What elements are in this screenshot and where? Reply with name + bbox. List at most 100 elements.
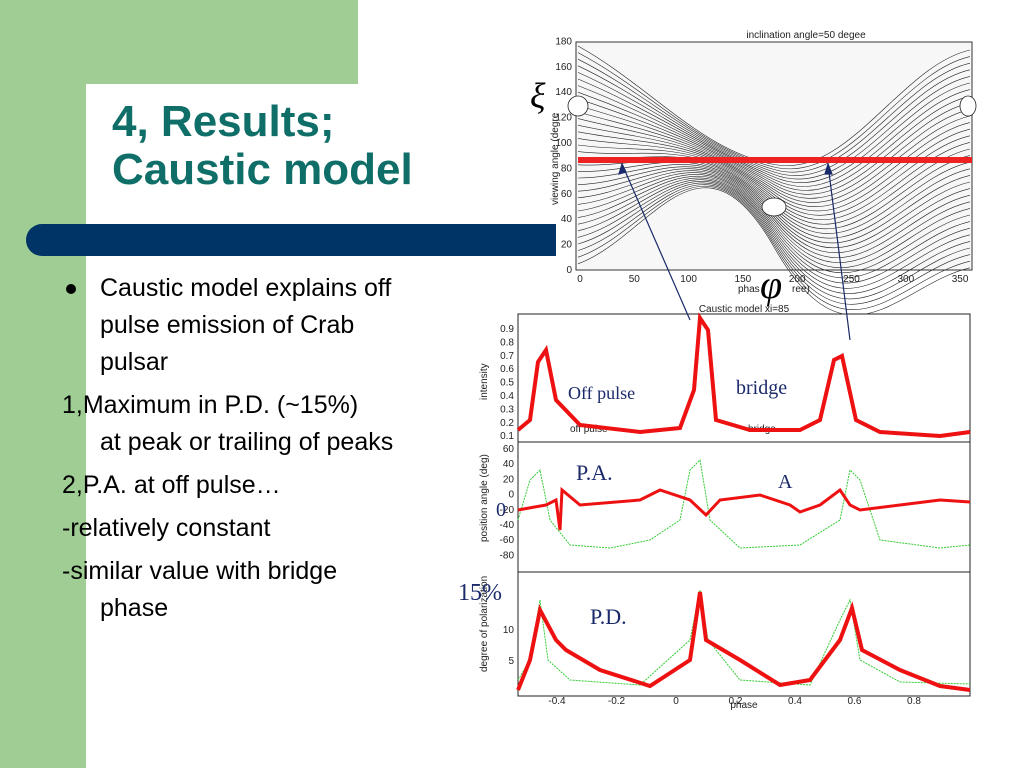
intensity-tick: 0.5 [500, 378, 514, 389]
panels-title: Caustic model xi=85 [699, 304, 790, 315]
map-frame [575, 41, 973, 271]
bullet-caustic: Caustic model explains off pulse emissio… [62, 270, 522, 381]
map-contour [577, 52, 971, 170]
map-contour [577, 166, 971, 253]
pd-axis-label: degree of polarization [479, 576, 490, 672]
phase-tick: 0 [673, 696, 679, 707]
map-y-tick: 80 [561, 163, 573, 174]
map-contour [577, 174, 971, 274]
map-y-tick: 120 [555, 113, 572, 124]
map-contour [577, 168, 971, 258]
phase-tick: -0.4 [548, 696, 566, 707]
point-max-pd-line2: at peak or trailing of peaks [100, 428, 394, 456]
pa-model-curve [517, 458, 971, 549]
map-contour [577, 175, 971, 279]
map-x-tick: 100 [680, 274, 697, 285]
map-x-tick: 0 [577, 274, 583, 285]
xi-symbol: ξ [530, 76, 546, 116]
map-hole-left [567, 95, 589, 117]
map-contour [577, 111, 971, 203]
intensity-tick: 0.9 [500, 324, 514, 335]
point-similar-line1: -similar value with bridge [62, 557, 338, 585]
map-contour [577, 186, 971, 310]
map-title: inclination angle=50 degee [746, 30, 866, 41]
phi-symbol: φ [760, 262, 782, 307]
point-pa: 2,P.A. at off pulse… [62, 471, 281, 499]
intensity-tick: 0.3 [500, 404, 514, 415]
pa-tick: 40 [503, 459, 515, 470]
map-contour [577, 187, 971, 316]
slide-title-line1: 4, Results; [112, 97, 335, 146]
map-contour [577, 105, 971, 199]
point-constant: -relatively constant [62, 514, 271, 542]
map-ylabel: viewing angle (degre [550, 112, 561, 205]
arrow-bridge-head [824, 162, 833, 175]
map-y-tick: 100 [555, 138, 572, 149]
map-y-tick: 40 [561, 214, 573, 225]
phase-tick: 0.8 [907, 696, 921, 707]
slide-title-line2: Caustic model [112, 145, 413, 194]
pd-tick: 10 [503, 625, 515, 636]
pa-curve [517, 486, 971, 531]
title-panel [86, 84, 566, 224]
pd-tick: 5 [508, 656, 514, 667]
map-y-tick: 140 [555, 87, 572, 98]
map-x-tick: 300 [897, 274, 914, 285]
pa-tick: 60 [503, 444, 515, 455]
map-contour [577, 65, 971, 176]
bullet-caustic-line3: pulsar [100, 348, 169, 376]
pd-ticks: 10 5 [503, 625, 515, 667]
map-x-tick: 50 [629, 274, 641, 285]
off-pulse-label: Off pulse [568, 383, 635, 403]
map-contour [577, 98, 971, 195]
pa-tick: -60 [500, 535, 515, 546]
arrow-bridge [827, 163, 851, 341]
map-contour [577, 85, 971, 187]
a-label: A [778, 471, 793, 493]
pa-axis-label: position angle (deg) [479, 454, 490, 542]
map-contour [577, 170, 971, 263]
zero-label: 0 [496, 499, 506, 521]
map-contour [577, 177, 971, 284]
pd-label: P.D. [590, 604, 627, 629]
intensity-axis-label: intensity [479, 363, 490, 400]
pa-tick: -80 [500, 550, 515, 561]
arrow-off-pulse-head [618, 162, 627, 175]
pa-tick: -40 [500, 520, 515, 531]
map-contour [577, 182, 971, 300]
bullet-list: Caustic model explains off pulse emissio… [62, 270, 522, 627]
intensity-tick: 0.4 [500, 391, 514, 402]
map-contour-lines [577, 45, 971, 316]
phase-tick: 0.6 [848, 696, 862, 707]
phase-tick: -0.2 [608, 696, 626, 707]
point-similar: -similar value with bridge phase [62, 553, 522, 627]
map-x-tick: 200 [789, 274, 806, 285]
map-contour [577, 58, 971, 173]
map-contour [577, 131, 971, 216]
fifteen-percent-label: 15% [458, 580, 502, 606]
off-pulse-inline: off pulse [570, 424, 608, 435]
phase-tick: 0.4 [788, 696, 802, 707]
map-contour [577, 172, 971, 268]
intensity-tick: 0.8 [500, 337, 514, 348]
map-contour [577, 179, 971, 289]
bullet-caustic-line2: pulse emission of Crab [100, 311, 355, 339]
map-contour [577, 78, 971, 184]
map-y-tick: 0 [566, 265, 572, 276]
map-xlabel-a: phas [738, 284, 760, 295]
phase-tick: 0.2 [729, 696, 743, 707]
map-xlabel-b: ree) [792, 284, 810, 295]
map-contour [577, 91, 971, 191]
map-contour [577, 184, 971, 305]
profile-panels: Caustic model xi=85 0.90.80.70.60.50.40.… [479, 304, 971, 711]
map-x-tick: 250 [843, 274, 860, 285]
map-contour [577, 181, 971, 294]
map-x-tick: 150 [735, 274, 752, 285]
point-similar-line2: phase [100, 594, 169, 622]
intensity-curve [516, 312, 971, 439]
map-contour [577, 72, 971, 180]
